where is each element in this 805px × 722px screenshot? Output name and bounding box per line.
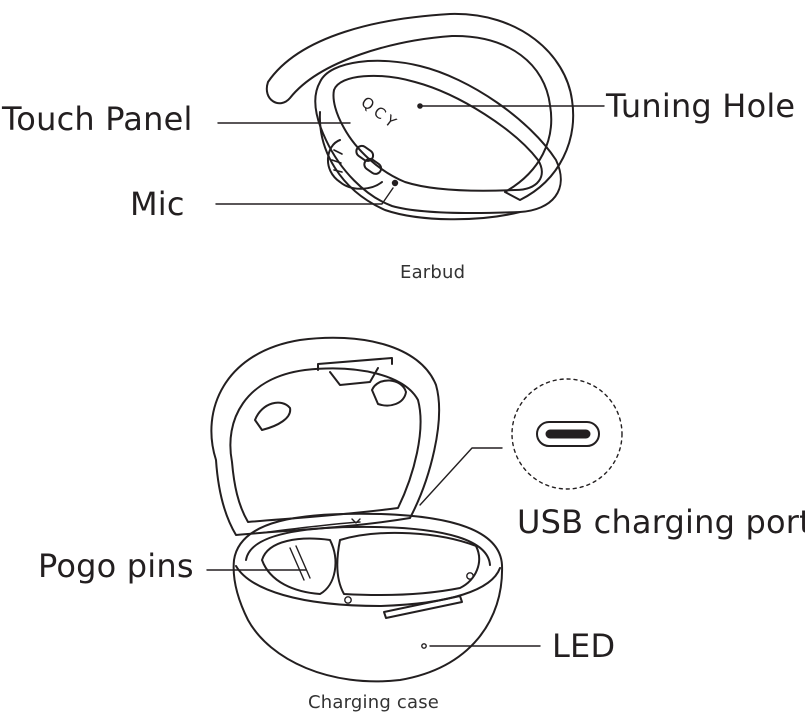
- touch-panel: [333, 76, 541, 191]
- label-usb-port: USB charging port: [517, 506, 805, 538]
- lid-cavity-right: [372, 380, 406, 405]
- mic-hole: [393, 181, 397, 185]
- label-tuning-hole: Tuning Hole: [606, 90, 795, 122]
- earbud-illustration: [267, 14, 573, 219]
- case-illustration: [211, 338, 502, 682]
- brand-logo: QCY: [358, 93, 403, 134]
- caption-charging-case: Charging case: [308, 694, 439, 712]
- caption-earbud: Earbud: [400, 264, 465, 282]
- label-mic: Mic: [130, 188, 185, 220]
- label-pogo-pins: Pogo pins: [38, 550, 194, 582]
- label-touch-panel: Touch Panel: [2, 103, 193, 135]
- led-dot: [422, 644, 426, 648]
- case-front-notch: [384, 596, 462, 618]
- usb-port-zoom: [512, 379, 622, 489]
- lid-cavity-left: [255, 403, 290, 430]
- tuning-hole: [418, 104, 422, 108]
- label-led: LED: [552, 630, 615, 662]
- case-lid: [211, 338, 439, 535]
- case-lid-inner: [230, 368, 420, 522]
- earbud-shell: [320, 112, 520, 219]
- base-cavity-right: [337, 533, 479, 595]
